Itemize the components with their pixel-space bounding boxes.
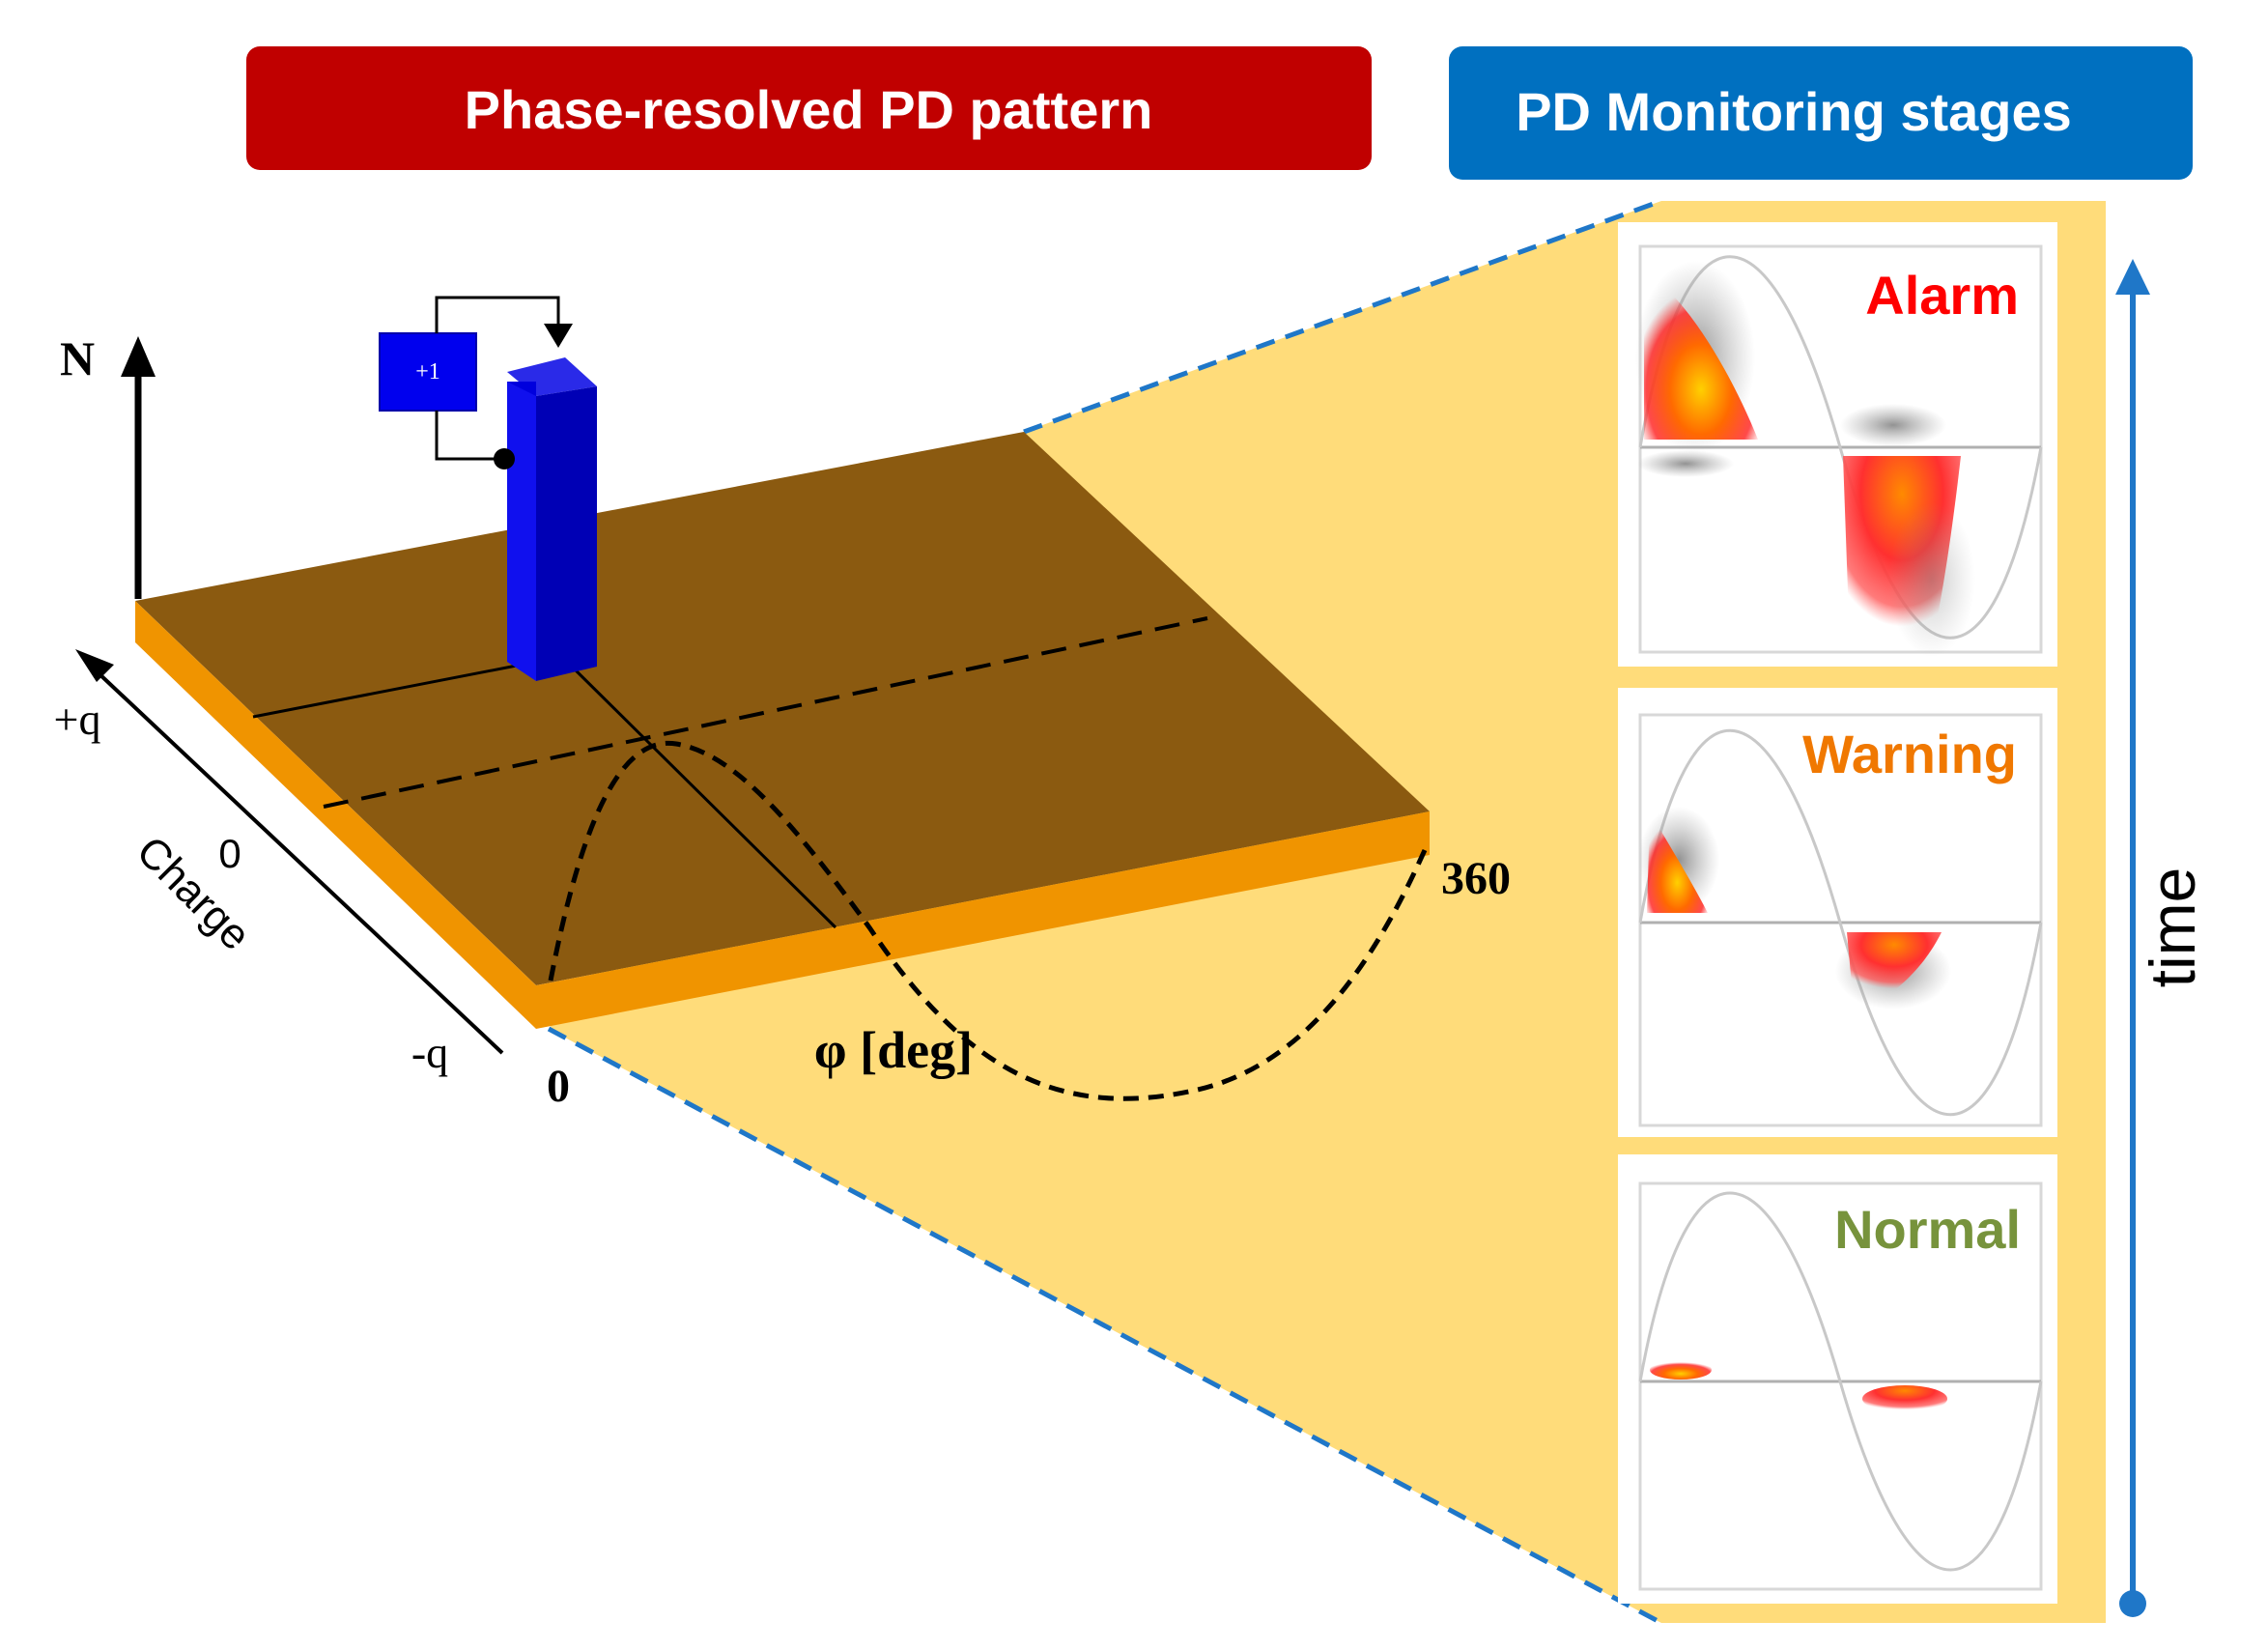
right-banner-title: PD Monitoring stages [1516, 81, 2072, 142]
counter-label: +1 [415, 359, 440, 384]
zero-charge-label: 0 [218, 831, 241, 876]
right-banner: PD Monitoring stages [1449, 46, 2193, 180]
pd-count-bar [507, 357, 597, 681]
stage-panel-alarm: Alarm [1618, 222, 2057, 667]
phase-axis-label: φ [deg] [814, 1021, 973, 1079]
plus-q-label: +q [54, 695, 101, 744]
normal-label: Normal [1834, 1199, 2021, 1260]
stage-panel-normal: Normal [1618, 1154, 2057, 1604]
n-axis: N [60, 331, 156, 599]
pd-plate [135, 432, 1430, 1029]
phase-zero-label: 0 [547, 1061, 570, 1112]
stage-panel-warning: Warning [1618, 688, 2057, 1137]
left-banner-title: Phase-resolved PD pattern [465, 79, 1153, 140]
counter: +1 [379, 296, 573, 469]
n-axis-label: N [60, 331, 95, 385]
warning-label: Warning [1802, 724, 2017, 784]
left-banner: Phase-resolved PD pattern [246, 46, 1372, 170]
phase-sine-curve [548, 740, 1428, 1101]
alarm-label: Alarm [1865, 265, 2019, 326]
time-axis: time [2115, 259, 2208, 1617]
minus-q-label: -q [411, 1028, 448, 1077]
time-label: time [2137, 868, 2208, 988]
phase-end-label: 360 [1441, 853, 1511, 904]
